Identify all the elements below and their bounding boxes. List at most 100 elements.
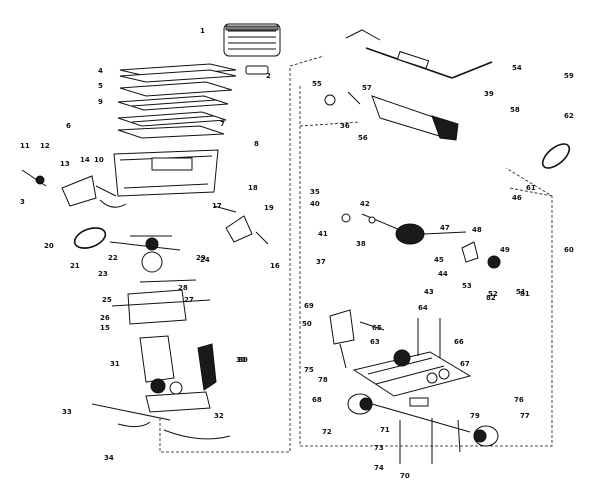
label-2: 2 [266,72,271,80]
label-40: 40 [310,200,320,208]
label-6: 6 [66,122,71,130]
label-5: 5 [98,82,103,90]
label-74: 74 [374,464,384,472]
label-70: 70 [400,472,410,480]
label-79: 79 [470,412,480,420]
label-38: 38 [356,240,366,248]
label-76: 76 [514,396,524,404]
label-57: 57 [362,84,372,92]
handle-grip [541,143,571,169]
label-71: 71 [380,426,390,434]
label-18: 18 [248,184,258,192]
label-12: 12 [40,142,50,150]
cord-housing [329,309,385,369]
callout-labels: 1 2 3 4 5 6 7 8 9 10 11 12 13 14 15 16 1… [20,27,574,480]
cover-panels [117,63,237,139]
label-22: 22 [108,254,118,262]
label-68: 68 [312,396,322,404]
label-14: 14 [80,156,90,164]
brush-roll-assembly [109,235,181,273]
axle-pins [371,397,471,464]
label-30: 30 [236,356,246,364]
belt [73,227,107,249]
label-50: 50 [302,320,312,328]
wheels [347,393,499,447]
label-80: 80 [238,356,248,364]
left-bracket [21,169,127,208]
label-44: 44 [438,270,448,278]
label-27: 27 [184,296,194,304]
label-24: 24 [200,256,210,264]
label-9: 9 [98,98,103,106]
label-61: 61 [526,184,536,192]
label-48: 48 [472,226,482,234]
label-66: 66 [454,338,464,346]
label-62: 62 [564,112,574,120]
filter-bag [223,23,281,57]
label-16: 16 [270,262,280,270]
label-60: 60 [564,246,574,254]
label-21: 21 [70,262,80,270]
label-45: 45 [434,256,444,264]
label-73: 73 [374,444,384,452]
label-52: 52 [488,290,498,298]
label-11: 11 [20,142,30,150]
label-23: 23 [98,270,108,278]
label-20: 20 [44,242,54,250]
motor-assembly [341,213,467,245]
label-47: 47 [440,224,450,232]
label-81: 81 [520,290,530,298]
label-31: 31 [110,360,120,368]
label-32: 32 [214,412,224,420]
label-37: 37 [316,258,326,266]
label-53: 53 [462,282,472,290]
label-63: 63 [370,338,380,346]
label-49: 49 [500,246,510,254]
label-46: 46 [512,194,522,202]
label-4: 4 [98,67,103,75]
label-78: 78 [318,376,328,384]
label-36: 36 [340,122,350,130]
right-assembly [299,29,571,464]
bag-clip [245,65,269,75]
label-10: 10 [94,156,104,164]
label-54: 54 [512,64,522,72]
base-plate [352,318,472,397]
label-15: 15 [100,324,110,332]
label-58: 58 [510,106,520,114]
nozzle-tube [324,91,459,141]
label-69: 69 [304,302,314,310]
label-19: 19 [264,204,274,212]
label-28: 28 [178,284,188,292]
left-assembly [21,23,325,453]
label-26: 26 [100,314,110,322]
dial-knob [487,255,501,269]
label-29: 29 [196,254,206,262]
middle-housing [111,279,211,325]
label-39: 39 [484,90,494,98]
lower-housing [91,335,231,440]
label-33: 33 [62,408,72,416]
label-72: 72 [322,428,332,436]
label-1: 1 [200,27,205,35]
label-7: 7 [220,120,225,128]
label-13: 13 [60,160,70,168]
label-35: 35 [310,188,320,196]
label-77: 77 [520,412,530,420]
label-3: 3 [20,198,25,206]
label-17: 17 [212,202,222,210]
label-41: 41 [318,230,328,238]
label-43: 43 [424,288,434,296]
label-64: 64 [418,304,428,312]
label-82: 82 [486,294,496,302]
label-55: 55 [312,80,322,88]
label-51: 51 [516,288,526,296]
label-42: 42 [360,200,370,208]
label-8: 8 [254,140,259,148]
frame-tray [113,149,219,197]
label-56: 56 [358,134,368,142]
label-67: 67 [460,360,470,368]
top-rod [345,29,493,79]
label-34: 34 [104,454,114,462]
